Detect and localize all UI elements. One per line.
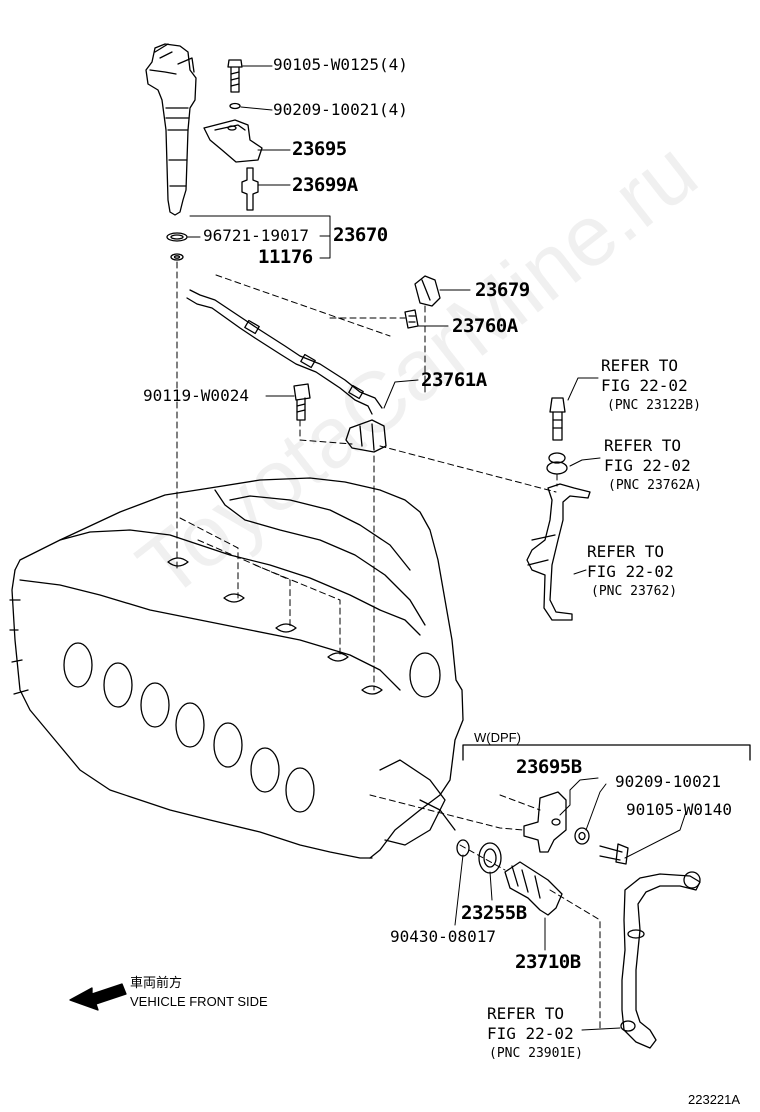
clamp-23695 xyxy=(203,119,263,163)
label-90209-10021-4: 90209-10021(4) xyxy=(273,100,408,119)
ref-line2: FIG 22-02 xyxy=(604,456,691,475)
direction-en: VEHICLE FRONT SIDE xyxy=(130,994,268,1009)
ref-line1: REFER TO xyxy=(604,436,682,455)
label-90209-10021: 90209-10021 xyxy=(615,772,721,791)
label-23670: 23670 xyxy=(333,224,388,246)
ref-line2: FIG 22-02 xyxy=(601,376,688,395)
label-23761a: 23761A xyxy=(421,369,487,391)
leader-lines xyxy=(187,65,687,1031)
injection-pipe xyxy=(186,289,383,415)
bolt-90119-w0024 xyxy=(293,383,311,421)
label-23760a: 23760A xyxy=(452,315,518,337)
label-11176: 11176 xyxy=(258,246,313,268)
pipe-23762 xyxy=(526,483,591,621)
label-23710b: 23710B xyxy=(515,951,581,973)
ref-23122b: REFER TO FIG 22-02 (PNC 23122B) xyxy=(601,356,701,416)
ref-23901e: REFER TO FIG 22-02 (PNC 23901E) xyxy=(487,1004,583,1064)
stud-23699a xyxy=(241,167,259,211)
ref-23762: REFER TO FIG 22-02 (PNC 23762) xyxy=(587,542,677,602)
dashed-lines xyxy=(176,261,601,1031)
variant-label: W(DPF) xyxy=(474,730,521,745)
bracket-23761a xyxy=(345,419,387,453)
ref-pnc: (PNC 23762) xyxy=(591,584,678,599)
ref-line2: FIG 22-02 xyxy=(587,562,674,581)
ref-line2: FIG 22-02 xyxy=(487,1024,574,1043)
label-90430-08017: 90430-08017 xyxy=(390,927,496,946)
label-23695b: 23695B xyxy=(516,756,582,778)
ref-pnc: (PNC 23901E) xyxy=(489,1046,583,1061)
label-90105-w0125: 90105-W0125(4) xyxy=(273,55,408,74)
bolt-90105-w0125 xyxy=(227,59,243,110)
label-23255b: 23255B xyxy=(461,902,527,924)
label-23679: 23679 xyxy=(475,279,530,301)
direction-jp: 車両前方 xyxy=(130,975,183,990)
union-23679 xyxy=(404,275,441,329)
sensor-23122b xyxy=(546,397,568,475)
label-90105-w0140: 90105-W0140 xyxy=(626,800,732,819)
label-96721-19017: 96721-19017 xyxy=(203,226,309,245)
label-23699a: 23699A xyxy=(292,174,358,196)
ref-pnc: (PNC 23122B) xyxy=(607,398,701,413)
ref-line1: REFER TO xyxy=(587,542,665,561)
figure-code: 223221A xyxy=(688,1092,741,1107)
dpf-group xyxy=(456,744,751,1049)
ref-pnc: (PNC 23762A) xyxy=(608,478,702,493)
injector-23670 xyxy=(145,43,197,261)
ref-line1: REFER TO xyxy=(601,356,679,375)
ref-23762a: REFER TO FIG 22-02 (PNC 23762A) xyxy=(604,436,702,496)
engine-block xyxy=(9,477,464,859)
label-90119-w0024: 90119-W0024 xyxy=(143,386,249,405)
front-arrow xyxy=(69,983,127,1011)
ref-line1: REFER TO xyxy=(487,1004,565,1023)
label-23695: 23695 xyxy=(292,138,347,160)
